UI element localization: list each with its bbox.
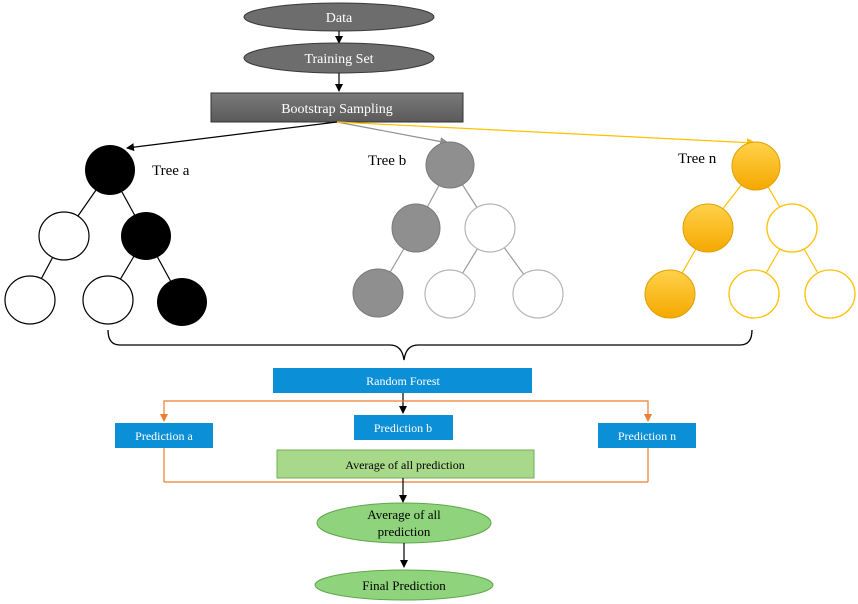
tree-a-node <box>4 275 56 325</box>
tree-n-node-root <box>731 141 781 191</box>
tree-a-node <box>38 211 90 261</box>
tree-n-label: Tree n <box>678 151 717 167</box>
tree-b-node-root <box>425 141 475 189</box>
tree-b-label: Tree b <box>368 153 406 169</box>
tree-a-label: Tree a <box>152 163 190 179</box>
prediction-b-node: Prediction b <box>354 415 453 440</box>
prediction-n-label: Prediction n <box>618 429 676 443</box>
prediction-n-node: Prediction n <box>598 423 696 448</box>
tree-b-node <box>391 203 441 253</box>
tree-n-node <box>682 203 734 253</box>
final-prediction-node: Final Prediction <box>314 569 494 601</box>
average-ellipse-line2: prediction <box>378 524 431 539</box>
arrow-to-prediction-n <box>403 400 652 422</box>
prediction-a-node: Prediction a <box>115 423 213 448</box>
arrow-to-tree-n <box>336 121 756 148</box>
data-node: Data <box>243 2 435 32</box>
average-box-label: Average of all prediction <box>345 458 464 472</box>
average-box-node: Average of all prediction <box>276 449 535 479</box>
tree-a-node-root <box>85 145 135 195</box>
final-prediction-label: Final Prediction <box>362 578 446 593</box>
training-set-node: Training Set <box>243 42 435 74</box>
tree-a-node <box>157 278 207 326</box>
tree-a-node <box>121 212 171 260</box>
random-forest-label: Random Forest <box>366 374 440 388</box>
training-set-label: Training Set <box>304 52 373 67</box>
prediction-b-label: Prediction b <box>374 421 432 435</box>
arrow-to-tree-b <box>336 121 449 146</box>
bootstrap-sampling-node: Bootstrap Sampling <box>210 92 464 123</box>
random-forest-node: Random Forest <box>273 368 532 393</box>
tree-b-node <box>424 269 476 319</box>
tree-b-node <box>464 203 516 253</box>
tree-a-node <box>82 275 134 325</box>
grouping-brace <box>107 329 753 361</box>
bootstrap-label: Bootstrap Sampling <box>281 102 393 117</box>
tree-n-node <box>728 269 780 319</box>
tree-b-node <box>512 269 564 319</box>
tree-n: Tree n <box>644 141 856 319</box>
tree-b: Tree b <box>352 141 564 319</box>
tree-a: Tree a <box>4 145 207 326</box>
prediction-a-label: Prediction a <box>135 429 193 443</box>
tree-n-node <box>804 269 856 319</box>
data-label: Data <box>326 11 353 26</box>
average-ellipse-line1: Average of all <box>367 507 441 522</box>
arrow-to-prediction-a <box>160 400 403 422</box>
tree-n-node <box>644 269 696 319</box>
arrow-to-tree-a <box>126 121 338 152</box>
average-ellipse-node: Average of all prediction <box>316 502 492 544</box>
tree-n-node <box>766 203 818 253</box>
tree-b-node <box>352 268 404 318</box>
